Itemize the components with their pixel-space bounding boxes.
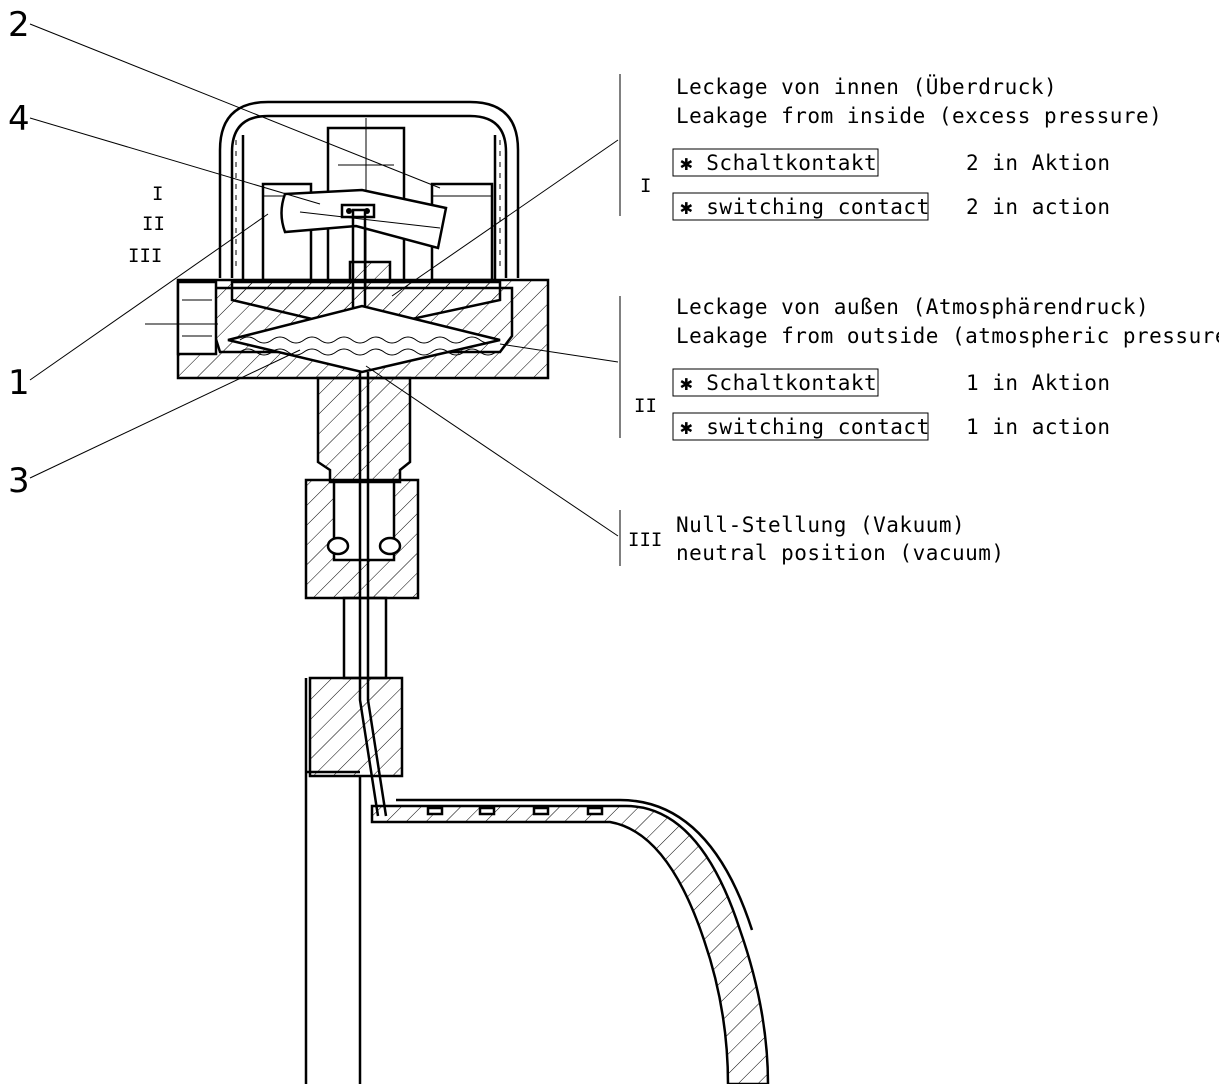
leader-lines [29,23,621,566]
state-1-action-de: 2 in Aktion [966,151,1111,175]
state-2-title-en: Leakage from outside (atmospheric pressu… [676,324,1219,348]
position-mark-iii: III [128,245,162,267]
state-1-legend: I Leckage von innen (Überdruck) Leakage … [640,74,1162,221]
state-2-legend: II Leckage von außen (Atmosphärendruck) … [634,295,1219,441]
state-1-title-en: Leakage from inside (excess pressure) [676,104,1162,128]
state-3-title-en: neutral position (vacuum) [676,541,1005,565]
callout-1: 1 [8,363,30,403]
state-1-contact-de: ✱ Schaltkontakt [680,151,877,175]
state-1-action-en: 2 in action [966,195,1111,219]
state-2-contact-en: ✱ switching contact [680,415,930,439]
stem [304,376,420,1084]
position-mark-i: I [152,183,163,205]
state-2-title-de: Leckage von außen (Atmosphärendruck) [676,295,1149,319]
state-1-contact-de-box [672,148,879,177]
position-mark-ii: II [142,213,165,235]
state-2-contact-en-box [672,412,929,441]
callout-4: 4 [8,99,30,139]
state-2-roman: II [634,395,657,417]
state-3-legend: III Null-Stellung (Vakuum) neutral posit… [628,513,1005,565]
state-1-contact-en: ✱ switching contact [680,195,930,219]
state-1-contact-en-box [672,192,929,221]
state-3-roman: III [628,529,662,551]
vessel-wall [370,798,770,1084]
callout-2: 2 [8,5,30,45]
state-2-action-en: 1 in action [966,415,1111,439]
callout-3: 3 [8,461,30,501]
state-2-contact-de-box [672,368,879,397]
state-3-title-de: Null-Stellung (Vakuum) [676,513,965,537]
cap-housing [218,100,520,280]
state-2-action-de: 1 in Aktion [966,371,1111,395]
capillary-tube [358,372,388,817]
state-2-contact-de: ✱ Schaltkontakt [680,371,877,395]
state-1-title-de: Leckage von innen (Überdruck) [676,74,1057,99]
state-1-roman: I [640,175,651,197]
diaphragm [227,304,501,374]
